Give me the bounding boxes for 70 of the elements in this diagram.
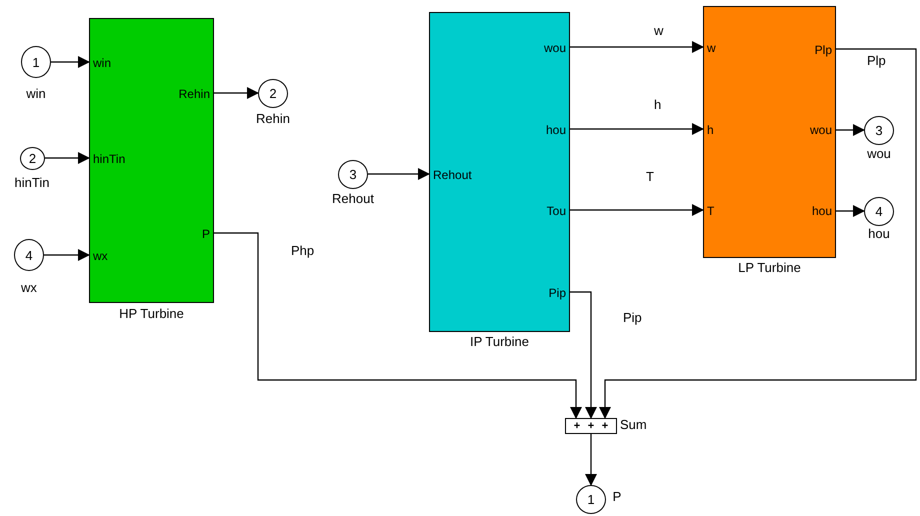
sum-block bbox=[565, 418, 617, 434]
block-name: wx bbox=[20, 280, 38, 296]
port-label: P bbox=[202, 226, 210, 242]
port-label: wx bbox=[93, 248, 108, 264]
port-oval bbox=[14, 239, 44, 271]
block-name: wou bbox=[866, 146, 892, 162]
port-label: hou bbox=[812, 203, 832, 219]
signal-arrow bbox=[44, 249, 90, 261]
signal-arrow bbox=[570, 41, 704, 53]
port-number: 2 bbox=[269, 87, 277, 100]
port-label: wou bbox=[544, 40, 566, 56]
port-label: h bbox=[707, 122, 714, 138]
port-label: hou bbox=[546, 122, 566, 138]
signal-arrow bbox=[570, 291, 597, 419]
port-label: Tou bbox=[546, 203, 566, 219]
port-oval bbox=[864, 197, 894, 226]
block-name: hinTin bbox=[14, 175, 50, 191]
sign: + bbox=[574, 420, 580, 432]
subsystem-block bbox=[429, 12, 570, 332]
sign: + bbox=[602, 420, 608, 432]
block-name: P bbox=[612, 489, 622, 505]
sign: + bbox=[588, 420, 594, 432]
port-label: Rehin bbox=[178, 86, 210, 102]
subsystem-block bbox=[89, 18, 214, 303]
port-number: 1 bbox=[32, 56, 40, 68]
port-number: 3 bbox=[875, 124, 883, 137]
port-label: w bbox=[707, 40, 716, 56]
signal-arrow bbox=[585, 434, 597, 486]
signal-arrow bbox=[570, 123, 704, 135]
port-oval bbox=[258, 79, 288, 108]
signal-label: T bbox=[645, 170, 655, 183]
block-name: win bbox=[25, 86, 47, 102]
port-label: wou bbox=[810, 122, 832, 138]
block-name: LP Turbine bbox=[737, 260, 802, 276]
signal-label: Pip bbox=[622, 311, 643, 324]
signal-label: Php bbox=[290, 244, 316, 257]
port-oval bbox=[21, 46, 51, 78]
port-number: 2 bbox=[28, 152, 36, 165]
port-label: Pip bbox=[548, 285, 566, 301]
signal-label: h bbox=[653, 98, 662, 111]
signal-label: Plp bbox=[866, 54, 887, 67]
signal-arrow bbox=[51, 56, 90, 68]
port-label: hinTin bbox=[93, 151, 126, 167]
block-name: Sum bbox=[620, 417, 648, 433]
signal-arrow bbox=[368, 168, 430, 180]
block-name: Rehin bbox=[255, 111, 291, 127]
port-oval bbox=[576, 485, 606, 514]
block-name: IP Turbine bbox=[468, 334, 530, 350]
port-label: T bbox=[707, 203, 714, 219]
subsystem-block bbox=[703, 6, 836, 258]
block-name: hou bbox=[867, 226, 891, 242]
port-oval bbox=[20, 147, 45, 170]
port-label: Rehout bbox=[433, 167, 472, 183]
port-label: Plp bbox=[814, 42, 832, 58]
signal-arrow bbox=[214, 87, 259, 99]
port-oval bbox=[338, 160, 368, 189]
signal-arrow bbox=[836, 124, 865, 136]
port-number: 1 bbox=[587, 493, 595, 506]
port-number: 3 bbox=[349, 168, 357, 181]
signal-arrow bbox=[214, 232, 582, 419]
block-name: Rehout bbox=[331, 191, 375, 207]
signal-arrow bbox=[836, 205, 865, 217]
port-number: 4 bbox=[25, 248, 33, 262]
block-name: HP Turbine bbox=[118, 306, 185, 322]
signal-arrow bbox=[599, 48, 917, 419]
signal-arrow bbox=[45, 152, 90, 164]
port-oval bbox=[864, 116, 894, 145]
port-number: 4 bbox=[875, 205, 883, 218]
signal-arrow bbox=[570, 204, 704, 216]
port-label: win bbox=[93, 55, 112, 71]
